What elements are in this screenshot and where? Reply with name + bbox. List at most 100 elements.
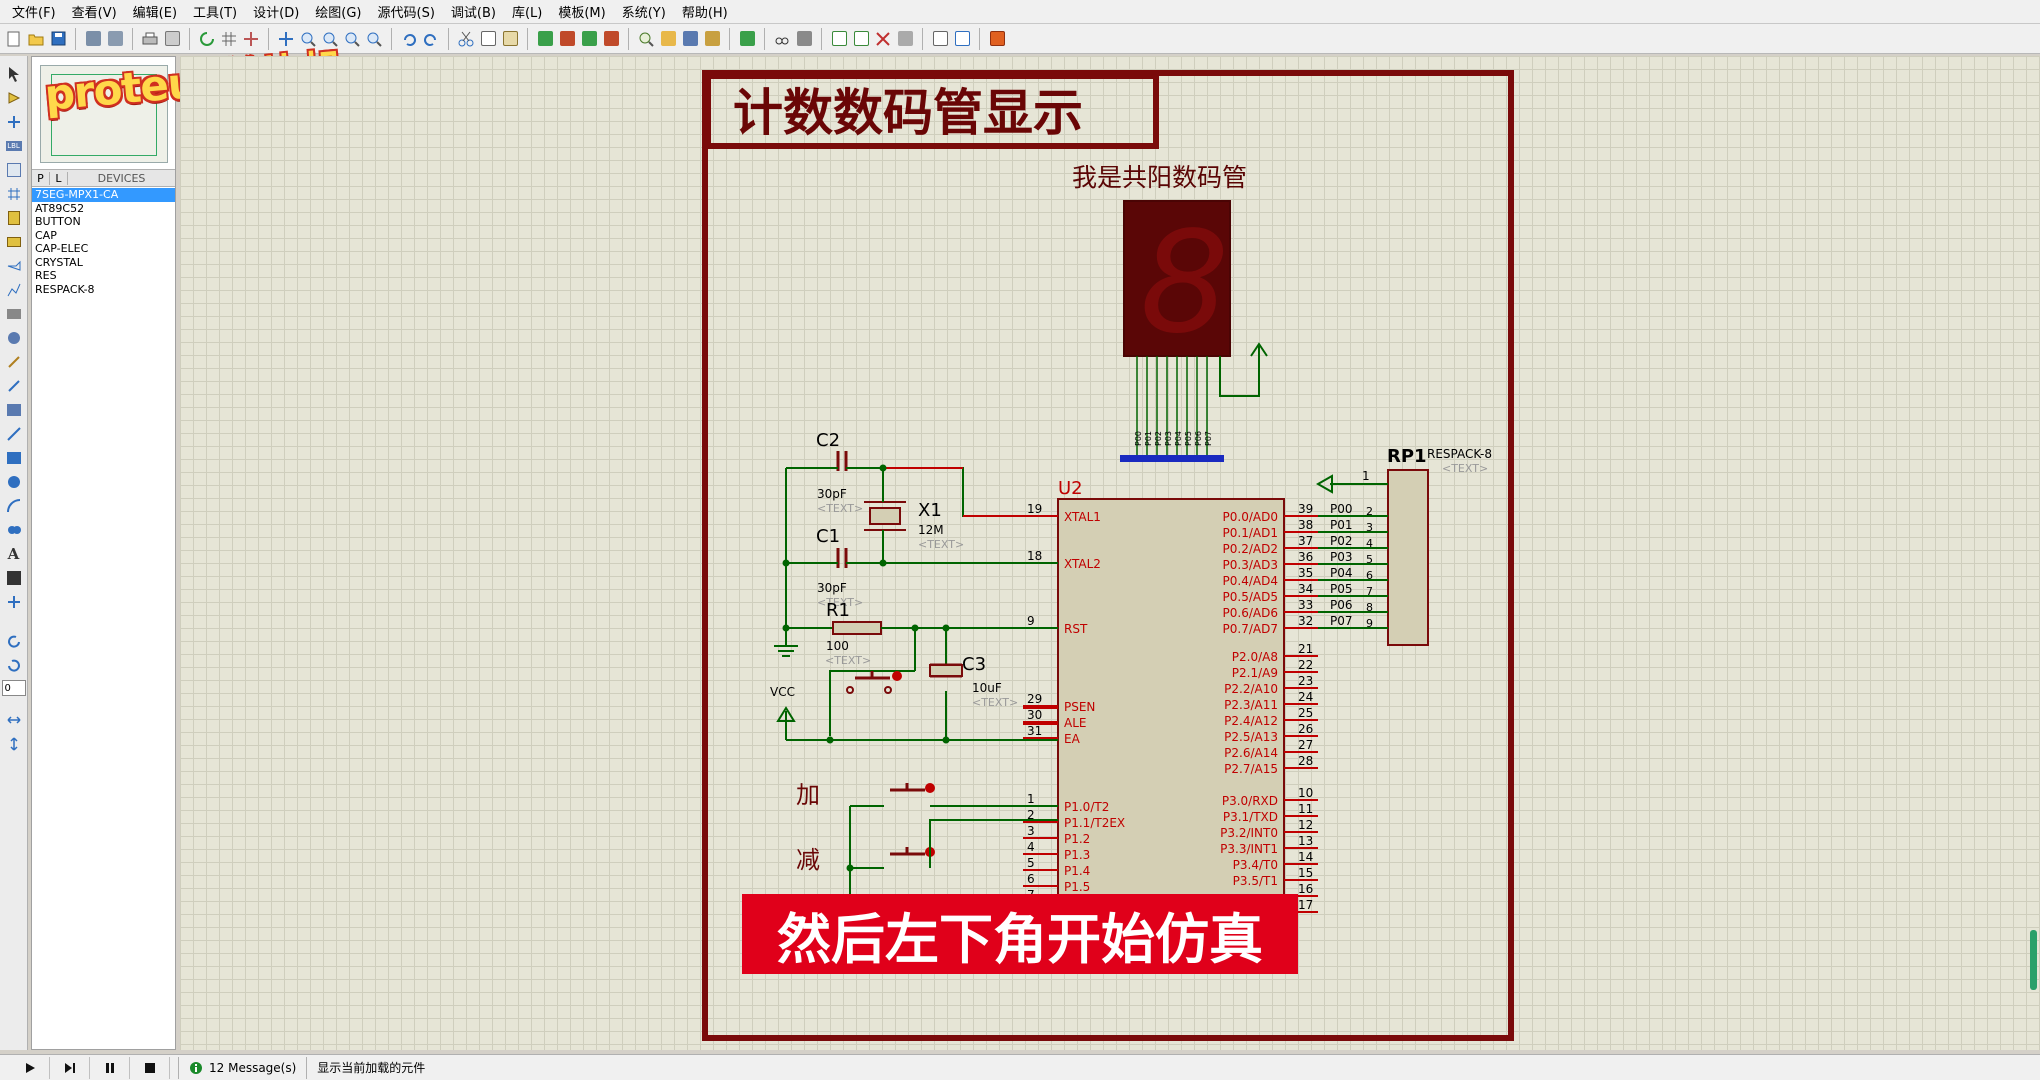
device-item[interactable]: BUTTON: [35, 215, 81, 228]
junction-dot-icon[interactable]: [4, 112, 24, 132]
origin-icon[interactable]: [241, 29, 261, 49]
box-mode-icon[interactable]: [4, 448, 24, 468]
rp1-body[interactable]: [1387, 469, 1429, 646]
menu-tools[interactable]: 工具(T): [193, 6, 238, 21]
zoom-all-icon[interactable]: [342, 29, 362, 49]
device-item[interactable]: AT89C52: [35, 201, 85, 215]
library-tab[interactable]: L: [50, 171, 68, 185]
component-mode-icon[interactable]: [4, 88, 24, 108]
device-item[interactable]: RESPACK-8: [35, 282, 95, 296]
device-item[interactable]: 7SEG-MPX1-CA: [32, 188, 175, 202]
symbol-mode-icon[interactable]: [4, 568, 24, 588]
remove-sheet-icon[interactable]: [873, 29, 893, 49]
sub-button-symbol[interactable]: [890, 847, 925, 856]
current-probe-icon[interactable]: [4, 376, 24, 396]
netlist-to-ares-icon[interactable]: [987, 29, 1007, 49]
import-icon[interactable]: [83, 29, 103, 49]
arc-mode-icon[interactable]: [4, 496, 24, 516]
menu-debug[interactable]: 调试(B): [450, 6, 496, 21]
play-button[interactable]: [10, 1056, 50, 1079]
menu-source[interactable]: 源代码(S): [377, 6, 435, 21]
path-mode-icon[interactable]: [4, 520, 24, 540]
redo-icon[interactable]: [421, 29, 441, 49]
overview-window[interactable]: [40, 65, 168, 163]
cut-icon[interactable]: [456, 29, 476, 49]
paste-icon[interactable]: [500, 29, 520, 49]
graph-mode-icon[interactable]: [4, 280, 24, 300]
save-icon[interactable]: [48, 29, 68, 49]
zoom-in-icon[interactable]: [298, 29, 318, 49]
seven-segment-display[interactable]: [1123, 200, 1231, 357]
packaging-icon[interactable]: [680, 29, 700, 49]
print-area-icon[interactable]: [162, 29, 182, 49]
open-folder-icon[interactable]: [26, 29, 46, 49]
mirror-vertical-icon[interactable]: [4, 734, 24, 754]
u2-body[interactable]: [1057, 498, 1285, 951]
pause-button[interactable]: [90, 1056, 130, 1079]
rotate-ccw-icon[interactable]: [4, 656, 24, 676]
undo-icon[interactable]: [399, 29, 419, 49]
property-tool-icon[interactable]: [794, 29, 814, 49]
line-mode-icon[interactable]: [4, 424, 24, 444]
marker-mode-icon[interactable]: [4, 592, 24, 612]
wire-autorouter-icon[interactable]: [737, 29, 757, 49]
pick-devices-tab[interactable]: P: [32, 171, 50, 185]
device-item[interactable]: CRYSTAL: [35, 255, 83, 269]
tape-recorder-icon[interactable]: [4, 304, 24, 324]
buses-icon[interactable]: [4, 184, 24, 204]
menu-graph[interactable]: 绘图(G): [315, 6, 362, 21]
pan-icon[interactable]: [276, 29, 296, 49]
menu-design[interactable]: 设计(D): [253, 6, 300, 21]
device-item[interactable]: CAP-ELEC: [35, 242, 89, 255]
make-device-icon[interactable]: [658, 29, 678, 49]
exit-parent-icon[interactable]: [895, 29, 915, 49]
voltage-probe-icon[interactable]: [4, 352, 24, 372]
export-icon[interactable]: [105, 29, 125, 49]
block-copy-icon[interactable]: [535, 29, 555, 49]
menu-help[interactable]: 帮助(H): [681, 6, 728, 21]
copy-icon[interactable]: [478, 29, 498, 49]
decompose-icon[interactable]: [702, 29, 722, 49]
block-rotate-icon[interactable]: [579, 29, 599, 49]
generator-icon[interactable]: [4, 328, 24, 348]
pick-device-icon[interactable]: [636, 29, 656, 49]
zoom-area-icon[interactable]: [364, 29, 384, 49]
mirror-horizontal-icon[interactable]: [4, 710, 24, 730]
reset-button-symbol[interactable]: [855, 671, 890, 680]
menu-library[interactable]: 库(L): [511, 6, 543, 21]
text-script-icon[interactable]: [4, 160, 24, 180]
menu-edit[interactable]: 编辑(E): [132, 6, 178, 21]
bill-of-materials-icon[interactable]: [930, 29, 950, 49]
new-sheet-icon[interactable]: [829, 29, 849, 49]
terminals-icon[interactable]: [4, 232, 24, 252]
rotation-angle-field[interactable]: 0: [1, 680, 26, 696]
device-pins-icon[interactable]: [4, 256, 24, 276]
block-move-icon[interactable]: [557, 29, 577, 49]
vertical-scrollbar-thumb[interactable]: [2030, 930, 2037, 990]
rotate-cw-icon[interactable]: [4, 632, 24, 652]
selection-mode-icon[interactable]: [4, 64, 24, 84]
c3-body[interactable]: [929, 664, 963, 677]
search-tag-icon[interactable]: [772, 29, 792, 49]
refresh-icon[interactable]: [197, 29, 217, 49]
menu-file[interactable]: 文件(F): [12, 6, 56, 21]
electrical-check-icon[interactable]: [952, 29, 972, 49]
r1-resistor[interactable]: [832, 621, 882, 635]
block-delete-icon[interactable]: [601, 29, 621, 49]
subcircuit-icon[interactable]: [4, 208, 24, 228]
device-item[interactable]: CAP: [35, 228, 57, 242]
message-indicator[interactable]: 12 Message(s): [178, 1056, 308, 1079]
step-button[interactable]: [50, 1056, 90, 1079]
virtual-instruments-icon[interactable]: [4, 400, 24, 420]
stop-button[interactable]: [130, 1056, 170, 1079]
menu-system[interactable]: 系统(Y): [621, 6, 666, 21]
zoom-out-icon[interactable]: [320, 29, 340, 49]
menu-template[interactable]: 模板(M): [558, 6, 606, 21]
new-file-icon[interactable]: [4, 29, 24, 49]
menu-view[interactable]: 查看(V): [71, 6, 117, 21]
x1-crystal[interactable]: [869, 507, 901, 525]
text-mode-icon[interactable]: A: [7, 545, 20, 563]
add-sheet-icon[interactable]: [851, 29, 871, 49]
add-button-symbol[interactable]: [890, 783, 925, 792]
